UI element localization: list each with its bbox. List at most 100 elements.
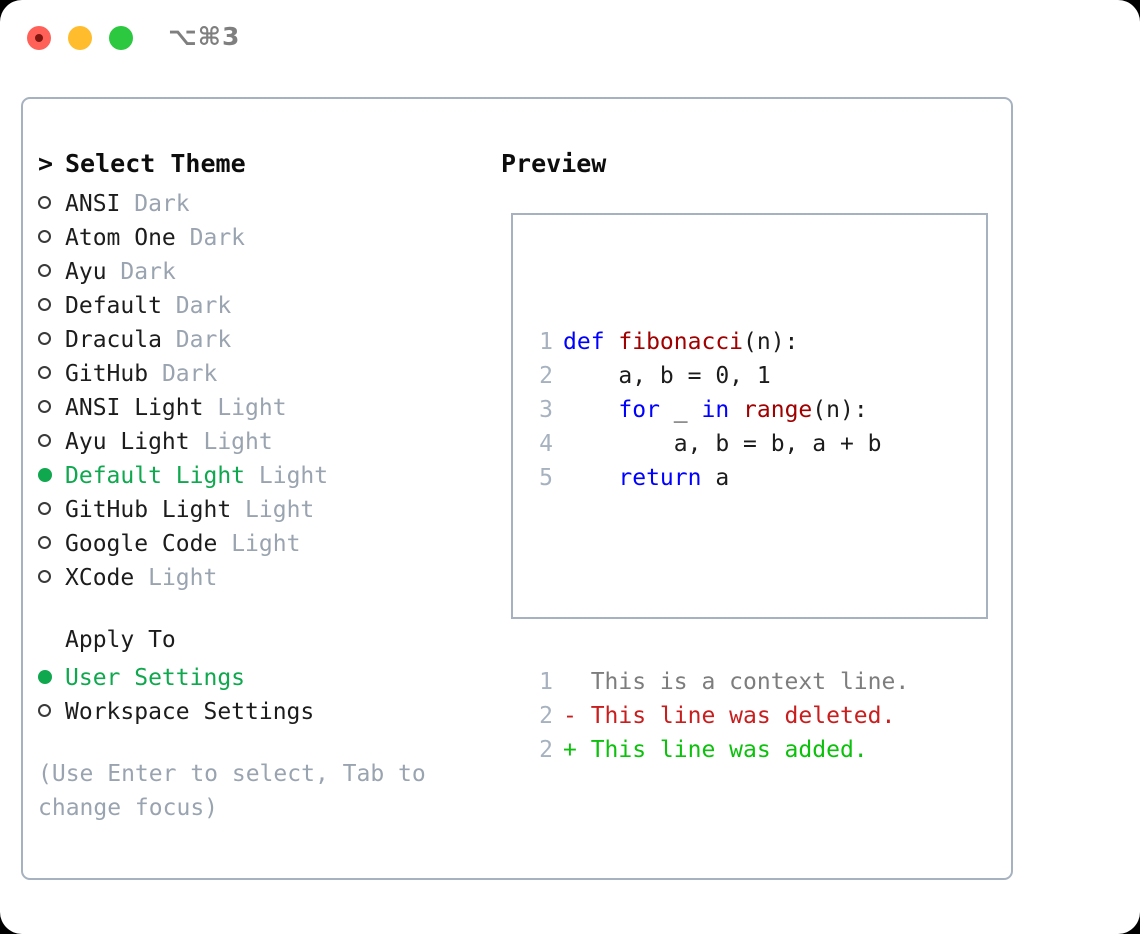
code-token: (n):	[812, 397, 868, 423]
theme-category-tag: Dark	[175, 327, 232, 353]
apply-to-heading: Apply To	[38, 627, 488, 661]
spacer	[176, 225, 190, 251]
diff-line: 2- This line was deleted.	[525, 699, 909, 733]
theme-name: XCode	[65, 565, 135, 591]
theme-option-row[interactable]: GitHub Dark	[38, 357, 488, 391]
theme-option-row[interactable]: Dracula Dark	[38, 323, 488, 357]
theme-option-row[interactable]: ANSI Dark	[38, 187, 488, 221]
radio-dot-empty	[38, 196, 51, 209]
line-number: 4	[539, 431, 553, 457]
theme-option-row[interactable]: Atom One Dark	[38, 221, 488, 255]
diff-sample: 1 This is a context line.2- This line wa…	[525, 665, 909, 767]
theme-category-tag: Light	[258, 463, 329, 489]
radio-empty-icon	[38, 323, 65, 357]
theme-option-row[interactable]: XCode Light	[38, 561, 488, 595]
spacer	[162, 327, 176, 353]
theme-option-row[interactable]: Ayu Light Light	[38, 425, 488, 459]
radio-dot-empty	[38, 366, 51, 379]
radio-empty-icon	[38, 255, 65, 289]
radio-empty-icon	[38, 425, 65, 459]
radio-empty-icon	[38, 561, 65, 595]
spacer	[217, 531, 231, 557]
theme-category-tag: Dark	[120, 259, 176, 285]
section-spacer	[38, 595, 488, 627]
radio-dot-empty	[38, 502, 51, 515]
theme-name: GitHub	[65, 361, 149, 387]
spacer	[162, 293, 176, 319]
line-number: 3	[539, 397, 553, 423]
radio-empty-icon	[38, 187, 65, 221]
apply-to-option-row[interactable]: Workspace Settings	[38, 695, 488, 729]
code-token: a, b = 0, 1	[563, 363, 771, 389]
theme-category-tag: Dark	[175, 293, 232, 319]
theme-option-row[interactable]: Default Dark	[38, 289, 488, 323]
spacer	[231, 497, 245, 523]
apply-to-option-row[interactable]: User Settings	[38, 661, 488, 695]
minimize-button[interactable]	[68, 26, 92, 50]
theme-category-tag: Light	[217, 395, 287, 421]
code-line: 1 def fibonacci(n):	[525, 325, 909, 359]
theme-option-row[interactable]: Ayu Dark	[38, 255, 488, 289]
line-number: 1	[539, 669, 553, 695]
spacer	[148, 361, 162, 387]
apply-to-label: Apply To	[65, 627, 176, 653]
theme-category-tag: Dark	[189, 225, 246, 251]
diff-line-text: + This line was added.	[563, 737, 868, 763]
radio-dot-empty	[38, 536, 51, 549]
theme-name: GitHub Light	[65, 497, 232, 523]
code-token: (n):	[743, 329, 799, 355]
line-number: 2	[539, 703, 553, 729]
theme-option-row[interactable]: GitHub Light Light	[38, 493, 488, 527]
theme-category-tag: Light	[203, 429, 273, 455]
code-line-text: return a	[563, 461, 729, 495]
theme-option-row[interactable]: Google Code Light	[38, 527, 488, 561]
code-token	[563, 465, 618, 491]
code-token	[729, 397, 743, 423]
radio-empty-icon	[38, 221, 65, 255]
theme-name: Atom One	[65, 225, 176, 251]
radio-dot-empty	[38, 230, 51, 243]
spacer	[134, 565, 148, 591]
code-token	[563, 397, 618, 423]
theme-category-tag: Light	[148, 565, 218, 591]
code-line-text: def fibonacci(n):	[563, 325, 798, 359]
apply-to-option-label: Workspace Settings	[65, 699, 315, 725]
code-line: 2 a, b = 0, 1	[525, 359, 909, 393]
code-line-text: a, b = b, a + b	[563, 427, 882, 461]
theme-name: Default	[65, 293, 162, 319]
theme-name: Ayu Light	[65, 429, 190, 455]
theme-category-tag: Dark	[161, 361, 218, 387]
select-theme-label: Select Theme	[65, 149, 246, 178]
maximize-button[interactable]	[109, 26, 133, 50]
theme-option-row[interactable]: ANSI Light Light	[38, 391, 488, 425]
code-token: fibonacci	[618, 329, 744, 355]
apply-to-option-label: User Settings	[65, 665, 246, 691]
radio-dot-empty	[38, 400, 51, 413]
radio-dot-empty	[38, 298, 51, 311]
radio-empty-icon	[38, 527, 65, 561]
spacer	[245, 463, 259, 489]
preview-title: Preview	[501, 149, 607, 178]
diff-line: 2+ This line was added.	[525, 733, 909, 767]
keyboard-shortcut-label: ⌥⌘3	[168, 22, 241, 51]
theme-option-row[interactable]: Default Light Light	[38, 459, 488, 493]
code-token: def	[563, 329, 619, 355]
theme-name: ANSI Light	[65, 395, 204, 421]
keyboard-hint: (Use Enter to select, Tab to change focu…	[38, 761, 440, 821]
title-bar: ⌥⌘3	[0, 0, 1140, 78]
line-number: 5	[539, 465, 553, 491]
theme-name: Default Light	[65, 463, 246, 489]
caret-icon: >	[38, 149, 54, 178]
radio-selected-icon	[38, 661, 65, 695]
spacer	[107, 259, 121, 285]
line-number: 1	[539, 329, 553, 355]
select-theme-heading: > Select Theme	[38, 149, 488, 187]
apply-to-caret-spacer	[38, 627, 65, 653]
code-token: in	[701, 397, 730, 423]
close-button[interactable]	[27, 26, 51, 50]
code-diff-gap	[525, 563, 909, 597]
radio-selected-icon	[38, 459, 65, 493]
code-token: range	[743, 397, 813, 423]
